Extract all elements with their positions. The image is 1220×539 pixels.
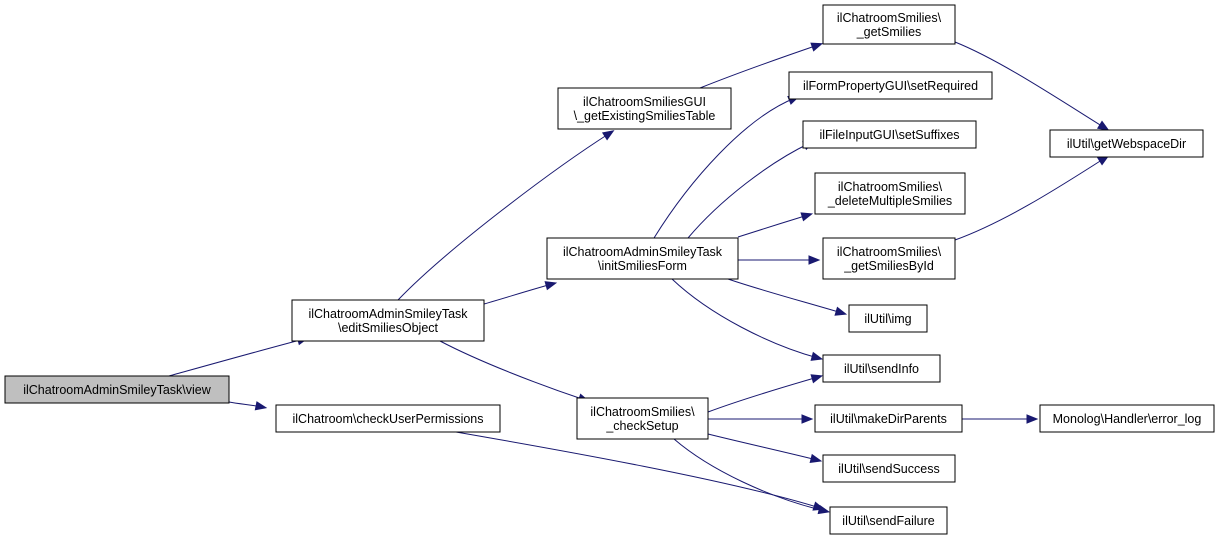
edge-view-to-checkUserPermissions xyxy=(228,401,268,411)
node-label: ilUtil\getWebspaceDir xyxy=(1067,137,1186,151)
node-label: \_getExistingSmiliesTable xyxy=(574,109,716,123)
node-box xyxy=(4,375,230,404)
edge-editSmiliesObject-to-checkSetup xyxy=(439,340,591,403)
node-box xyxy=(788,71,993,100)
edge-editSmiliesObject-to-getExistingSmiliesTable xyxy=(397,130,615,301)
arrowhead xyxy=(1096,120,1110,131)
arrowhead xyxy=(817,504,831,515)
node-box xyxy=(829,506,948,535)
node-label: ilUtil\sendSuccess xyxy=(838,462,939,476)
node-label: _deleteMultipleSmilies xyxy=(827,194,952,208)
node-img[interactable]: ilUtil\img xyxy=(848,304,928,333)
edge-checkSetup-to-sendInfo xyxy=(707,374,824,413)
edge-checkUserPermissions-to-sendFailure xyxy=(455,431,826,511)
node-box xyxy=(814,172,966,215)
node-label: \initSmiliesForm xyxy=(598,259,687,273)
node-box xyxy=(557,87,732,130)
node-box xyxy=(822,454,956,483)
node-box xyxy=(1049,129,1204,158)
arrowhead xyxy=(601,130,615,141)
arrowhead xyxy=(809,453,823,464)
edge-getSmiliesById-to-getWebspaceDir xyxy=(954,155,1110,241)
arrowhead xyxy=(1026,414,1039,424)
node-box xyxy=(822,354,941,383)
edge-getSmilies-to-getWebspaceDir xyxy=(954,41,1110,131)
node-label: ilChatroomSmilies\ xyxy=(590,405,695,419)
node-label: _getSmiliesById xyxy=(843,259,934,273)
node-label: ilUtil\img xyxy=(864,312,911,326)
edge-checkSetup-to-makeDirParents xyxy=(708,414,814,424)
node-editSmiliesObject[interactable]: ilChatroomAdminSmileyTask\editSmiliesObj… xyxy=(291,299,485,342)
node-label: ilFormPropertyGUI\setRequired xyxy=(803,79,978,93)
edge-editSmiliesObject-to-initSmiliesForm xyxy=(483,281,558,305)
edge-makeDirParents-to-error_log xyxy=(962,414,1039,424)
node-label: ilUtil\makeDirParents xyxy=(830,412,947,426)
arrowhead xyxy=(834,306,848,316)
node-box xyxy=(848,304,928,333)
edge-initSmiliesForm-to-setSuffixes xyxy=(687,140,815,239)
node-label: ilChatroomSmiliesGUI xyxy=(583,95,706,109)
node-box xyxy=(546,237,739,280)
node-box xyxy=(1039,404,1215,433)
node-getWebspaceDir[interactable]: ilUtil\getWebspaceDir xyxy=(1049,129,1204,158)
node-label: ilChatroomSmilies\ xyxy=(838,180,943,194)
arrowhead xyxy=(254,401,268,411)
node-setRequired[interactable]: ilFormPropertyGUI\setRequired xyxy=(788,71,993,100)
arrowhead xyxy=(810,42,824,52)
node-getExistingSmiliesTable[interactable]: ilChatroomSmiliesGUI\_getExistingSmilies… xyxy=(557,87,732,130)
edges-layer xyxy=(168,41,1110,515)
node-deleteMultipleSmilies[interactable]: ilChatroomSmilies\_deleteMultipleSmilies xyxy=(814,172,966,215)
node-sendFailure[interactable]: ilUtil\sendFailure xyxy=(829,506,948,535)
node-getSmiliesById[interactable]: ilChatroomSmilies\_getSmiliesById xyxy=(822,237,956,280)
node-sendInfo[interactable]: ilUtil\sendInfo xyxy=(822,354,941,383)
edge-checkSetup-to-sendFailure xyxy=(673,438,831,515)
edge-initSmiliesForm-to-deleteMultipleSmilies xyxy=(737,212,814,238)
node-box xyxy=(802,120,977,149)
node-box xyxy=(814,404,963,433)
edge-initSmiliesForm-to-img xyxy=(727,278,848,316)
arrowhead xyxy=(544,281,558,291)
arrowhead xyxy=(801,414,814,424)
node-label: \editSmiliesObject xyxy=(338,321,439,335)
node-getSmilies[interactable]: ilChatroomSmilies\_getSmilies xyxy=(822,4,956,45)
edge-initSmiliesForm-to-sendInfo xyxy=(671,278,824,361)
node-label: _checkSetup xyxy=(605,419,678,433)
arrowhead xyxy=(808,255,821,265)
node-label: ilChatroomAdminSmileyTask xyxy=(308,307,468,321)
node-setSuffixes[interactable]: ilFileInputGUI\setSuffixes xyxy=(802,120,977,149)
node-checkUserPermissions[interactable]: ilChatroom\checkUserPermissions xyxy=(275,404,501,433)
edge-getExistingSmiliesTable-to-getSmilies xyxy=(699,42,824,89)
node-label: _getSmilies xyxy=(856,25,922,39)
node-makeDirParents[interactable]: ilUtil\makeDirParents xyxy=(814,404,963,433)
node-label: ilChatroom\checkUserPermissions xyxy=(292,412,483,426)
node-label: ilChatroomAdminSmileyTask xyxy=(563,245,723,259)
node-box xyxy=(275,404,501,433)
node-label: Monolog\Handler\error_log xyxy=(1053,412,1202,426)
node-initSmiliesForm[interactable]: ilChatroomAdminSmileyTask\initSmiliesFor… xyxy=(546,237,739,280)
node-label: ilUtil\sendFailure xyxy=(842,514,934,528)
node-label: ilUtil\sendInfo xyxy=(844,362,919,376)
node-label: ilChatroomSmilies\ xyxy=(837,245,942,259)
node-box xyxy=(576,397,709,440)
edge-initSmiliesForm-to-getSmiliesById xyxy=(738,255,821,265)
edge-view-to-editSmiliesObject xyxy=(168,336,310,377)
nodes-layer: ilChatroomAdminSmileyTask\view ilChatroom… xyxy=(4,4,1215,535)
node-box xyxy=(822,4,956,45)
arrowhead xyxy=(810,351,824,361)
node-box xyxy=(822,237,956,280)
node-view[interactable]: ilChatroomAdminSmileyTask\view xyxy=(4,375,230,404)
node-box xyxy=(291,299,485,342)
edge-checkSetup-to-sendSuccess xyxy=(707,433,823,464)
node-sendSuccess[interactable]: ilUtil\sendSuccess xyxy=(822,454,956,483)
arrowhead xyxy=(800,212,814,222)
arrowhead xyxy=(810,374,824,384)
node-label: ilFileInputGUI\setSuffixes xyxy=(819,128,959,142)
node-label: ilChatroomAdminSmileyTask\view xyxy=(23,383,212,397)
node-label: ilChatroomSmilies\ xyxy=(837,11,942,25)
node-checkSetup[interactable]: ilChatroomSmilies\_checkSetup xyxy=(576,397,709,440)
node-error_log[interactable]: Monolog\Handler\error_log xyxy=(1039,404,1215,433)
